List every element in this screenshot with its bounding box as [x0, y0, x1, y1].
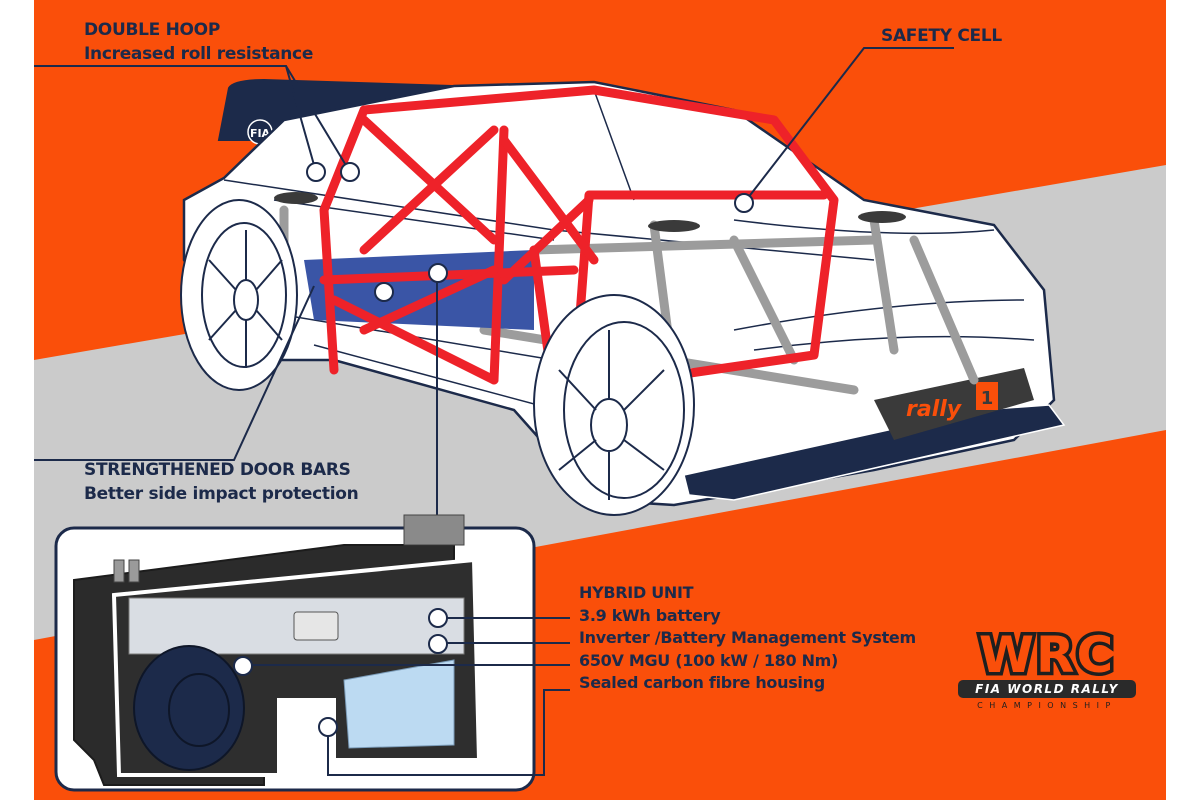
door-bar-marker — [374, 282, 394, 302]
callout-hybrid-unit: HYBRID UNIT 3.9 kWh battery Inverter /Ba… — [579, 582, 916, 695]
double-hoop-title: DOUBLE HOOP — [84, 20, 220, 40]
top-connector — [403, 514, 465, 546]
hoop-marker-2 — [340, 162, 360, 182]
hybrid-callout-lines — [244, 617, 570, 776]
strut-top-right — [858, 211, 906, 223]
wrc-tagline: CHAMPIONSHIP — [977, 701, 1117, 710]
mgu-motor — [133, 645, 245, 771]
mgu-marker — [233, 656, 253, 676]
hybrid-item-mgu: 650V MGU (100 kW / 180 Nm) — [579, 650, 839, 670]
rally-badge-text: rally — [906, 397, 963, 422]
wrc-wordmark: WRC — [975, 626, 1116, 684]
door-bars-subtitle: Better side impact protection — [84, 484, 359, 504]
rally-badge-box — [976, 382, 998, 410]
hybrid-item-battery: 3.9 kWh battery — [579, 605, 721, 625]
rally-badge-number: 1 — [981, 388, 994, 409]
safety-cell-marker — [734, 193, 754, 213]
double-hoop-subtitle: Increased roll resistance — [84, 44, 314, 64]
hybrid-item-housing: Sealed carbon fibre housing — [579, 673, 825, 692]
hybrid-location-marker — [428, 263, 448, 283]
wrc-logo: WRC FIA WORLD RALLY CHAMPIONSHIP — [958, 626, 1136, 710]
battery-connector — [293, 611, 339, 641]
car-illustration: FIA rally 1 — [34, 47, 1166, 792]
hybrid-item-inverter: Inverter /Battery Management System — [579, 628, 916, 647]
infographic-canvas: FIA rally 1 — [34, 0, 1166, 800]
callout-safety-cell: SAFETY CELL — [881, 26, 1002, 46]
hybrid-title: HYBRID UNIT — [579, 583, 694, 602]
door-bars-title: STRENGTHENED DOOR BARS — [84, 460, 351, 480]
strut-top-left — [648, 220, 700, 232]
battery-marker — [428, 608, 448, 628]
callout-door-bars: STRENGTHENED DOOR BARS Better side impac… — [84, 460, 359, 504]
callout-lines — [34, 47, 954, 560]
front-wheel — [533, 294, 695, 516]
housing-marker — [318, 717, 338, 737]
coolant-section — [343, 659, 455, 749]
callout-double-hoop: DOUBLE HOOP Increased roll resistance — [84, 20, 313, 64]
rear-wheel — [180, 199, 298, 391]
hoop-marker-1 — [306, 162, 326, 182]
inverter-marker — [428, 634, 448, 654]
strut-top-rear — [274, 192, 318, 204]
wrc-bar-text: FIA WORLD RALLY — [958, 680, 1136, 698]
